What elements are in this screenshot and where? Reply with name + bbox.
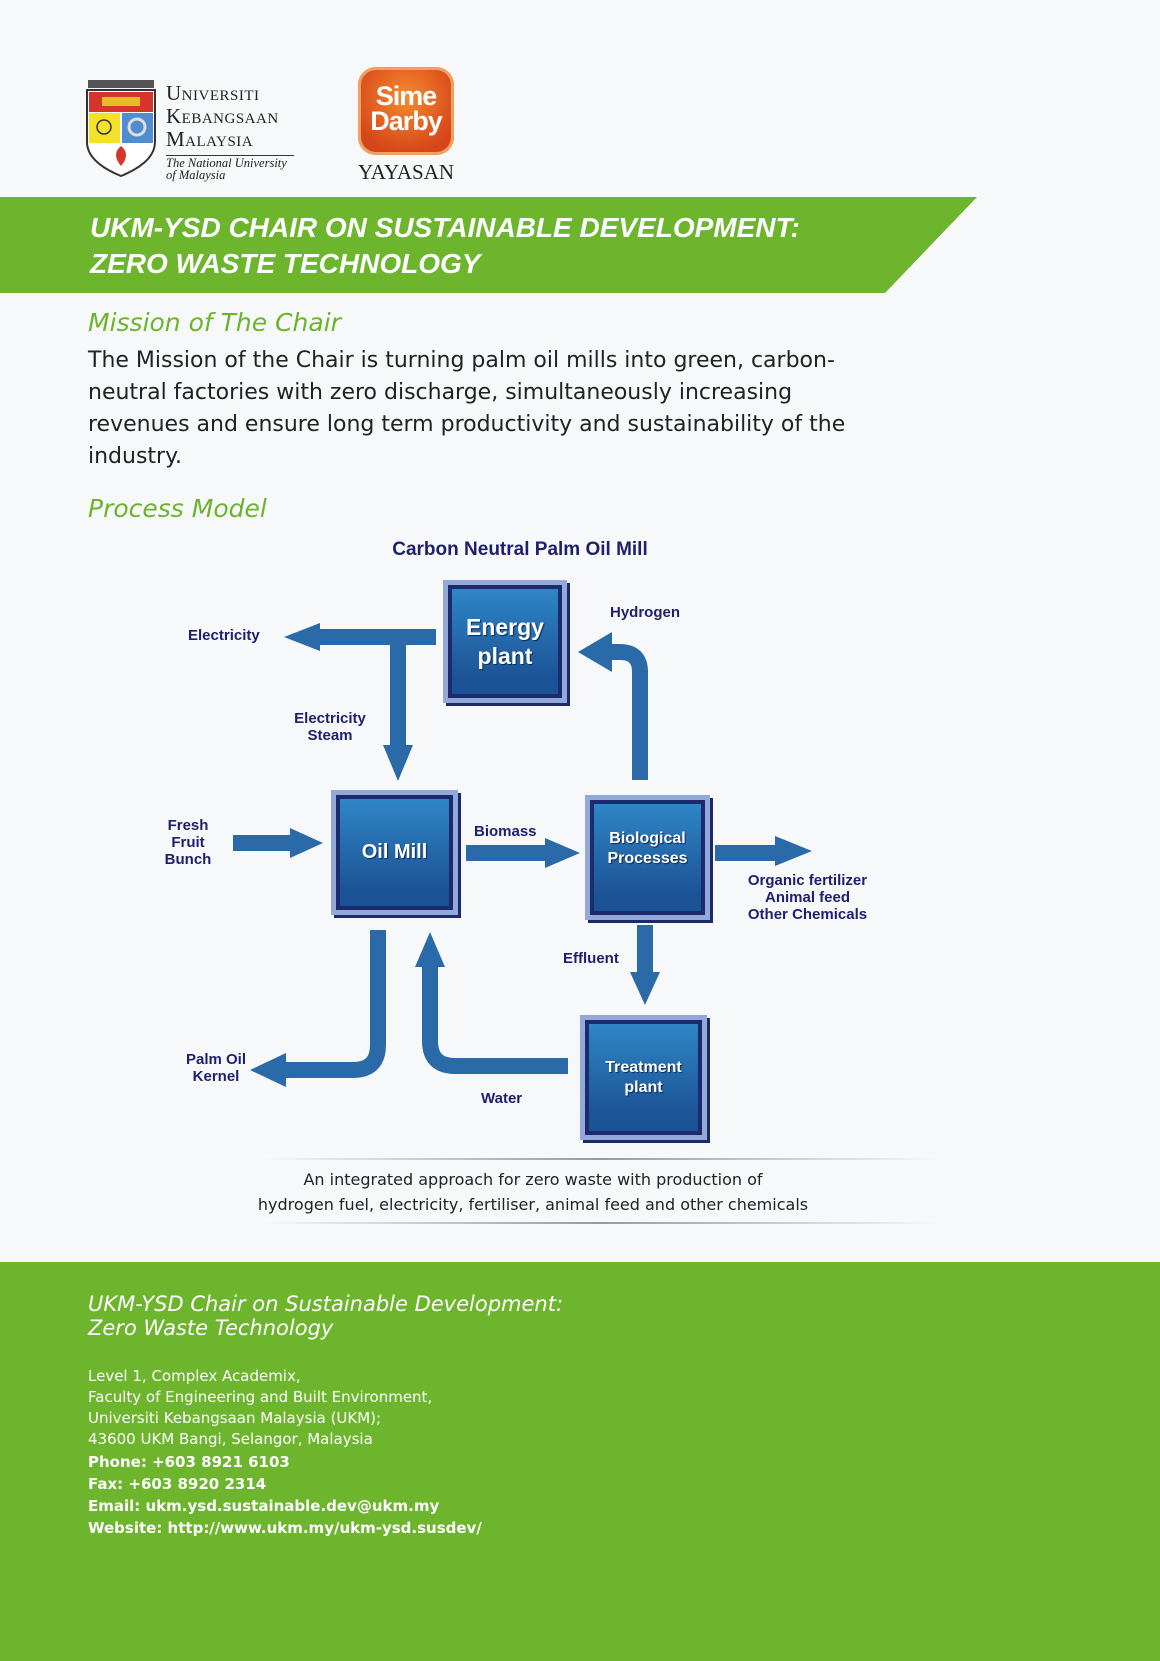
label-effluent: Effluent: [563, 950, 619, 967]
ukm-name-line: Universiti: [166, 81, 260, 105]
contact-footer: [0, 1262, 1160, 1661]
yayasan-label: YAYASAN: [357, 160, 455, 184]
arrow-hydrogen: [610, 644, 648, 780]
box-label: Oil Mill: [361, 841, 428, 863]
caption-divider: [260, 1158, 940, 1160]
box-label: Biological: [609, 829, 686, 847]
sime-darby-logo: Sime Darby: [358, 67, 454, 155]
footer-title: UKM-YSD Chair on Sustainable Development…: [88, 1292, 563, 1340]
treatment-plant-box: Treatment plant: [580, 1015, 707, 1140]
ukm-name-line: Malaysia: [166, 127, 254, 151]
ukm-tagline: The National University of Malaysia: [166, 156, 287, 182]
label-line: Animal feed: [764, 889, 851, 906]
ukm-divider: [166, 155, 294, 156]
caption-divider: [260, 1222, 940, 1224]
label-line: Other Chemicals: [747, 906, 868, 923]
arrow-electricity: [318, 629, 436, 748]
diagram-caption: An integrated approach for zero waste wi…: [200, 1167, 866, 1217]
address-line: Level 1, Complex Academix,: [88, 1367, 301, 1385]
label-biomass: Biomass: [474, 823, 537, 840]
ukm-name-line: Kebangsaan: [166, 104, 279, 128]
fax-text: Fax: +603 8920 2314: [88, 1475, 267, 1493]
label-hydrogen: Hydrogen: [610, 604, 681, 621]
email-link[interactable]: Email: ukm.ysd.sustainable.dev@ukm.my: [88, 1497, 440, 1515]
label-line: Steam: [307, 727, 353, 744]
arrowhead: [250, 1053, 286, 1087]
diagram-title: Carbon Neutral Palm Oil Mill: [392, 539, 648, 560]
arrowhead: [578, 632, 612, 672]
address-line: 43600 UKM Bangi, Selangor, Malaysia: [88, 1430, 373, 1448]
label-line: Fresh: [167, 817, 209, 834]
sime-logo-line: Sime: [375, 81, 438, 111]
biological-processes-box: Biological Processes: [585, 795, 710, 920]
page-title-line: ZERO WASTE TECHNOLOGY: [90, 248, 481, 279]
label-electricity-steam: Electricity Steam: [280, 710, 380, 744]
box-label: Energy: [466, 613, 544, 640]
arrowhead: [290, 828, 323, 858]
label-fresh-fruit-bunch: Fresh Fruit Bunch: [155, 817, 221, 868]
mission-body: The Mission of the Chair is turning palm…: [88, 348, 846, 469]
arrowhead: [383, 745, 413, 781]
arrow-kernel: [283, 930, 386, 1078]
energy-plant-box: Energy plant: [443, 580, 567, 703]
footer-address: Level 1, Complex Academix, Faculty of En…: [88, 1366, 432, 1450]
label-outputs: Organic fertilizer Animal feed Other Che…: [735, 872, 880, 923]
box-label: plant: [477, 642, 533, 669]
label-line: Electricity: [294, 710, 366, 727]
diagram-arrows: [233, 623, 812, 1087]
page-title-line: UKM-YSD CHAIR ON SUSTAINABLE DEVELOPMENT…: [90, 212, 800, 243]
label-line: Palm Oil: [185, 1051, 247, 1068]
page-title: UKM-YSD CHAIR ON SUSTAINABLE DEVELOPMENT…: [90, 210, 800, 282]
label-line: Kernel: [192, 1068, 240, 1085]
caption-line: hydrogen fuel, electricity, fertiliser, …: [257, 1195, 809, 1214]
arrowhead: [415, 932, 445, 967]
label-line: Bunch: [164, 851, 212, 868]
box-label: Treatment: [605, 1058, 682, 1076]
box-label: Processes: [607, 849, 688, 867]
mission-heading: Mission of The Chair: [88, 308, 341, 337]
footer-title-line: UKM-YSD Chair on Sustainable Development…: [88, 1292, 564, 1316]
process-heading: Process Model: [88, 494, 267, 523]
sime-logo-line: Darby: [370, 106, 443, 136]
footer-title-line: Zero Waste Technology: [88, 1316, 334, 1340]
ukm-name: Universiti Kebangsaan Malaysia: [166, 82, 279, 151]
website-link[interactable]: Website: http://www.ukm.my/ukm-ysd.susde…: [88, 1519, 482, 1537]
box-label: plant: [624, 1078, 663, 1096]
phone-text: Phone: +603 8921 6103: [88, 1453, 290, 1471]
ukm-tagline-line: The National University: [166, 156, 287, 170]
label-electricity: Electricity: [188, 627, 260, 644]
address-line: Universiti Kebangsaan Malaysia (UKM);: [88, 1409, 382, 1427]
title-banner: [0, 197, 977, 293]
arrowhead: [284, 623, 320, 651]
label-water: Water: [481, 1090, 523, 1107]
ukm-tagline-line: of Malaysia: [166, 168, 226, 182]
caption-line: An integrated approach for zero waste wi…: [303, 1170, 763, 1189]
address-line: Faculty of Engineering and Built Environ…: [88, 1388, 433, 1406]
label-line: Fruit: [171, 834, 205, 851]
arrowhead: [545, 838, 580, 868]
oil-mill-box: Oil Mill: [331, 790, 458, 915]
arrow-water: [422, 965, 568, 1074]
footer-contacts: Phone: +603 8921 6103 Fax: +603 8920 231…: [88, 1451, 482, 1539]
label-palm-oil-kernel: Palm Oil Kernel: [176, 1051, 256, 1085]
arrowhead: [775, 836, 812, 866]
ukm-crest-logo: [86, 80, 156, 178]
arrowhead: [630, 972, 660, 1005]
label-line: Organic fertilizer: [747, 872, 868, 889]
